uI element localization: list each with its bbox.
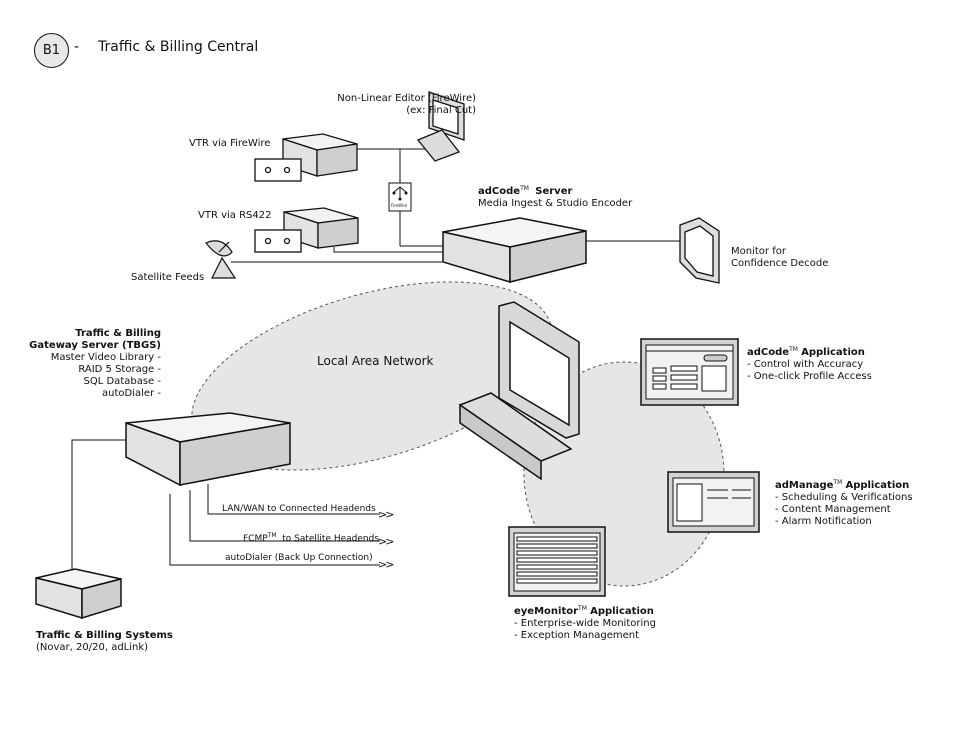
adcode-server-name: adCode (478, 186, 521, 197)
confidence-monitor-icon (679, 217, 720, 284)
firewire-icon (388, 182, 412, 212)
admanage-app-suffix: Application (845, 480, 910, 491)
nle-label-line1: Non-Linear Editor (FireWire) (337, 93, 476, 104)
tm-mark: TM (578, 605, 587, 612)
satellite-dish-icon (205, 240, 237, 279)
nle-label: Non-Linear Editor (FireWire) (ex: Final … (337, 93, 476, 117)
lan-wan-arrow: >> (378, 508, 395, 521)
eyemonitor-app-label: eyeMonitorTM Application - Enterprise-wi… (514, 603, 656, 642)
adcode-server-desc: Media Ingest & Studio Encoder (478, 198, 633, 209)
monitor-label-line2: Confidence Decode (731, 258, 829, 269)
adcode-feature: - One-click Profile Access (747, 371, 872, 382)
adcode-server-icon (442, 217, 587, 284)
tbs-title: Traffic & Billing Systems (36, 630, 173, 641)
tbs-label: Traffic & Billing Systems (Novar, 20/20,… (36, 630, 173, 654)
eyemonitor-feature: - Exception Management (514, 630, 640, 641)
adcode-app-window-icon (640, 338, 739, 406)
tm-mark: TM (267, 532, 277, 539)
tbgs-item: SQL Database - (83, 376, 161, 387)
tm-mark: TM (789, 346, 798, 353)
adcode-app-suffix: Application (801, 347, 865, 358)
autodialer-arrow: >> (378, 558, 395, 571)
tbgs-label: Traffic & Billing Gateway Server (TBGS) … (29, 328, 161, 400)
eyemonitor-app-window-icon (508, 526, 606, 597)
adcode-feature: - Control with Accuracy (747, 359, 864, 370)
traffic-billing-systems-icon (35, 568, 122, 620)
vtr-rs422-label: VTR via RS422 (198, 210, 272, 221)
autodialer-label: autoDialer (Back Up Connection) (225, 553, 373, 563)
lan-label: Local Area Network (317, 354, 434, 368)
nle-label-line2: (ex: Final Cut) (406, 105, 476, 116)
tbgs-item: Master Video Library - (50, 352, 161, 363)
monitor-label: Monitor for Confidence Decode (731, 246, 828, 270)
admanage-feature: - Content Management (775, 504, 891, 515)
vtr-rs422-icon (254, 207, 359, 253)
monitor-label-line1: Monitor for (731, 246, 786, 257)
vtr-firewire-label: VTR via FireWire (189, 138, 271, 149)
header-dash: - (74, 39, 80, 55)
adcode-app-label: adCodeTM Application - Control with Accu… (747, 344, 872, 383)
tbgs-server-icon (125, 412, 291, 487)
fcmp-arrow: >> (378, 535, 395, 548)
tbs-subtitle: (Novar, 20/20, adLink) (36, 642, 149, 653)
satellite-feeds-label: Satellite Feeds (131, 272, 205, 283)
adcode-app-name: adCode (747, 347, 790, 358)
nle-computer-icon (416, 91, 465, 162)
tm-mark: TM (833, 479, 843, 486)
tbgs-title-line1: Traffic & Billing (75, 328, 161, 339)
adcode-server-suffix: Server (535, 186, 573, 197)
firewire-badge-label: FireWire (391, 203, 408, 208)
tbgs-item: autoDialer - (102, 388, 161, 399)
vtr-firewire-icon (254, 133, 358, 182)
admanage-feature: - Alarm Notification (775, 516, 872, 527)
tm-mark: TM (520, 185, 529, 192)
page-title: Traffic & Billing Central (98, 39, 259, 55)
workstation-icon (458, 301, 580, 481)
fcmp-suffix: to Satellite Headends (282, 534, 380, 544)
fcmp-label: FCMPTM to Satellite Headends (243, 530, 379, 545)
admanage-feature: - Scheduling & Verifications (775, 492, 913, 503)
eyemonitor-feature: - Enterprise-wide Monitoring (514, 618, 656, 629)
eyemonitor-app-name: eyeMonitor (514, 606, 579, 617)
admanage-app-name: adManage (775, 480, 834, 491)
fcmp-name: FCMP (243, 534, 268, 544)
section-badge: B1 (34, 33, 69, 68)
eyemonitor-app-suffix: Application (590, 606, 654, 617)
adcode-server-label: adCodeTM Server Media Ingest & Studio En… (478, 183, 632, 210)
tbgs-title-line2: Gateway Server (TBGS) (29, 340, 161, 351)
tbgs-item: RAID 5 Storage - (78, 364, 161, 375)
admanage-app-window-icon (667, 471, 760, 533)
admanage-app-label: adManageTM Application - Scheduling & Ve… (775, 477, 913, 528)
lan-wan-label: LAN/WAN to Connected Headends (222, 504, 376, 514)
